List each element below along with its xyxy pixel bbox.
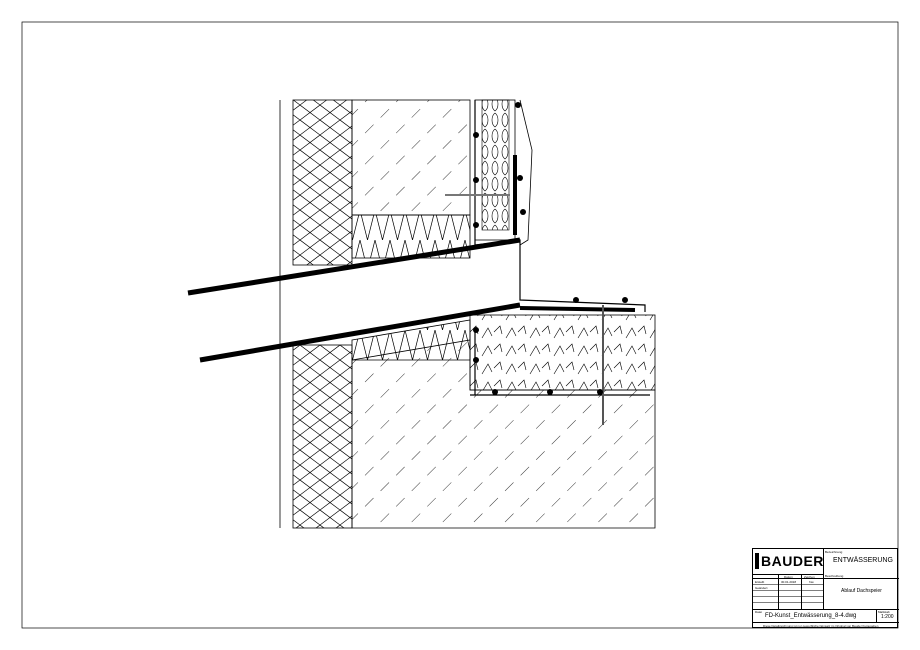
massstab-value: 1:200 bbox=[881, 614, 894, 620]
bezeichnung-value: ENTWÄSSERUNG bbox=[833, 557, 893, 564]
beschreibung-label: Beschreibung bbox=[825, 574, 844, 578]
datum-label: Datum bbox=[784, 575, 793, 579]
bauder-logo: BAUDER bbox=[755, 553, 829, 569]
lower-pipe bbox=[199, 302, 521, 363]
erstellt-zeichen: fnw bbox=[809, 580, 814, 584]
wall-insulation-lower bbox=[292, 344, 353, 529]
footer-note: Diese Detailzeichnung ist nur gewerblich… bbox=[763, 624, 879, 628]
erstellt-label: Erstellt bbox=[755, 580, 765, 584]
roof-insulation bbox=[469, 314, 656, 391]
erstellt-datum: 30.01.2018 bbox=[781, 580, 797, 584]
massstab-label: Maßstab bbox=[878, 610, 890, 614]
bezeichnung-label: Bezeichnung bbox=[825, 550, 843, 554]
sheet-border bbox=[21, 21, 899, 629]
parapet-insulation bbox=[481, 99, 510, 231]
downspout-pipes bbox=[187, 237, 521, 363]
beschreibung-value: Ablauf Dachspeier bbox=[841, 588, 882, 594]
zeichen-label: Zeichen bbox=[804, 575, 815, 579]
wall-section bbox=[279, 99, 656, 529]
datei-value: FD-Kunst_Entwässerung_8-4.dwg bbox=[765, 613, 857, 619]
title-block: BAUDER Bezeichnung ENTWÄSSERUNG Datum Ze… bbox=[752, 548, 899, 628]
upper-pipe bbox=[187, 237, 521, 296]
concrete-upper bbox=[351, 99, 471, 216]
fasteners bbox=[473, 102, 628, 395]
geaendert-label: Geändert bbox=[755, 586, 768, 590]
datei-label: Datei bbox=[755, 610, 763, 614]
wall-insulation-upper bbox=[292, 99, 353, 266]
